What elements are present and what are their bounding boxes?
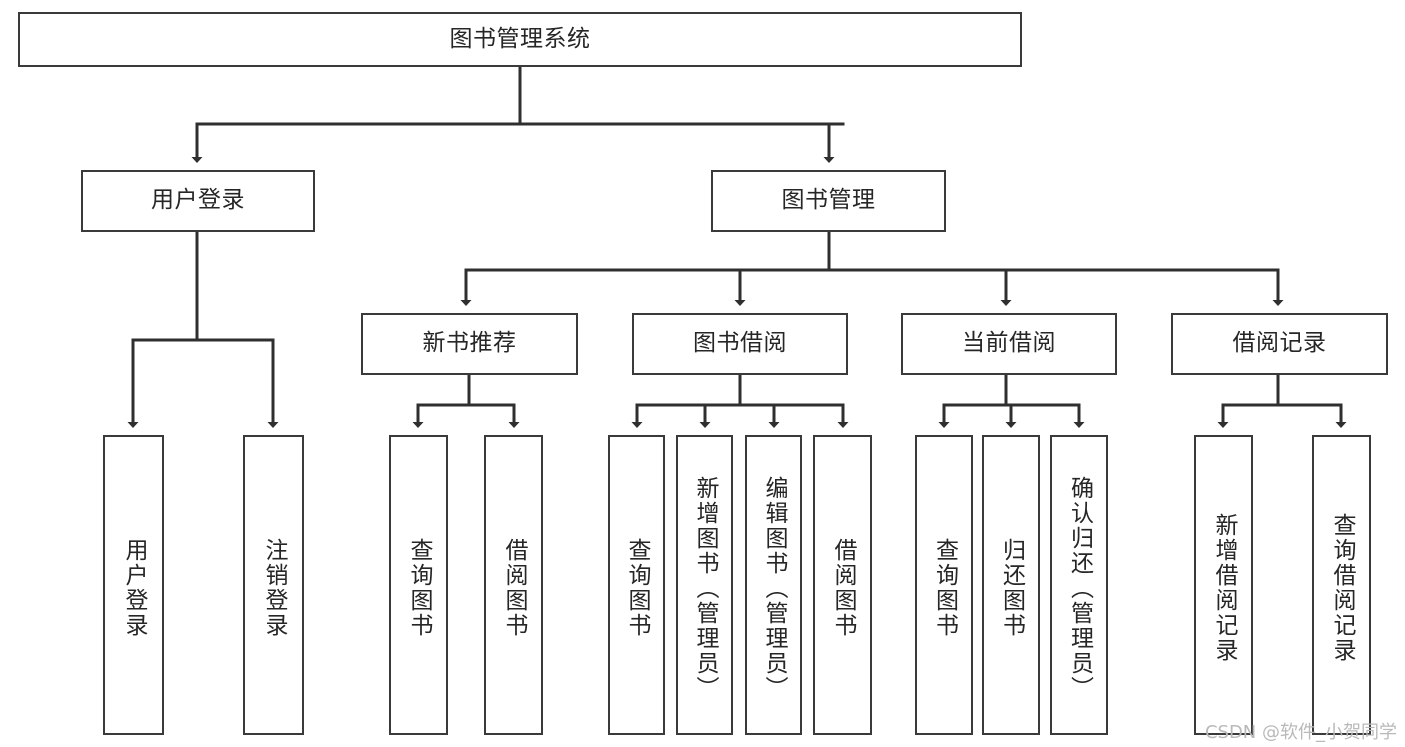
node-leaf-query-record-label: 查询借阅记录 xyxy=(1329,513,1355,663)
node-user-login-label: 用户登录 xyxy=(151,187,245,214)
node-leaf-user-login[interactable]: 用户登录 xyxy=(103,435,164,735)
node-leaf-add-book-label: 新增图书（管理员） xyxy=(692,475,718,701)
node-leaf-add-book[interactable]: 新增图书（管理员） xyxy=(676,435,733,735)
node-leaf-query-book-rec[interactable]: 查询图书 xyxy=(389,435,448,735)
node-root-label: 图书管理系统 xyxy=(449,25,591,52)
node-current-borrow[interactable]: 当前借阅 xyxy=(901,313,1117,375)
node-leaf-return-book[interactable]: 归还图书 xyxy=(982,435,1040,735)
node-leaf-confirm-return[interactable]: 确认归还（管理员） xyxy=(1050,435,1108,735)
node-leaf-borrow-book-label: 借阅图书 xyxy=(830,538,856,638)
node-book-borrow-label: 图书借阅 xyxy=(693,330,787,357)
node-book-manage[interactable]: 图书管理 xyxy=(711,170,946,232)
node-leaf-add-record[interactable]: 新增借阅记录 xyxy=(1194,435,1253,735)
node-leaf-edit-book-label: 编辑图书（管理员） xyxy=(761,475,787,701)
node-leaf-query-book-cur[interactable]: 查询图书 xyxy=(915,435,973,735)
node-leaf-borrow-book-rec-label: 借阅图书 xyxy=(501,538,527,638)
node-book-manage-label: 图书管理 xyxy=(781,187,876,214)
node-leaf-query-record[interactable]: 查询借阅记录 xyxy=(1312,435,1371,735)
node-new-book-rec-label: 新书推荐 xyxy=(422,330,517,357)
node-leaf-borrow-book-rec[interactable]: 借阅图书 xyxy=(484,435,543,735)
node-current-borrow-label: 当前借阅 xyxy=(962,330,1056,357)
node-leaf-query-book-rec-label: 查询图书 xyxy=(406,538,432,638)
node-leaf-borrow-book[interactable]: 借阅图书 xyxy=(813,435,872,735)
node-root[interactable]: 图书管理系统 xyxy=(18,12,1022,67)
node-leaf-query-book[interactable]: 查询图书 xyxy=(608,435,665,735)
node-leaf-query-book-cur-label: 查询图书 xyxy=(931,538,958,638)
node-leaf-edit-book[interactable]: 编辑图书（管理员） xyxy=(745,435,802,735)
node-borrow-record-label: 借阅记录 xyxy=(1232,330,1327,357)
node-new-book-rec[interactable]: 新书推荐 xyxy=(361,313,578,375)
node-leaf-user-logout-label: 注销登录 xyxy=(261,538,287,638)
node-borrow-record[interactable]: 借阅记录 xyxy=(1171,313,1388,375)
node-book-borrow[interactable]: 图书借阅 xyxy=(632,313,848,375)
node-user-login[interactable]: 用户登录 xyxy=(81,170,315,232)
node-leaf-add-record-label: 新增借阅记录 xyxy=(1211,513,1237,663)
node-leaf-user-login-label: 用户登录 xyxy=(121,538,147,638)
node-leaf-query-book-label: 查询图书 xyxy=(624,538,650,638)
node-leaf-confirm-return-label: 确认归还（管理员） xyxy=(1066,475,1093,701)
node-leaf-user-logout[interactable]: 注销登录 xyxy=(243,435,304,735)
node-leaf-return-book-label: 归还图书 xyxy=(998,538,1025,638)
